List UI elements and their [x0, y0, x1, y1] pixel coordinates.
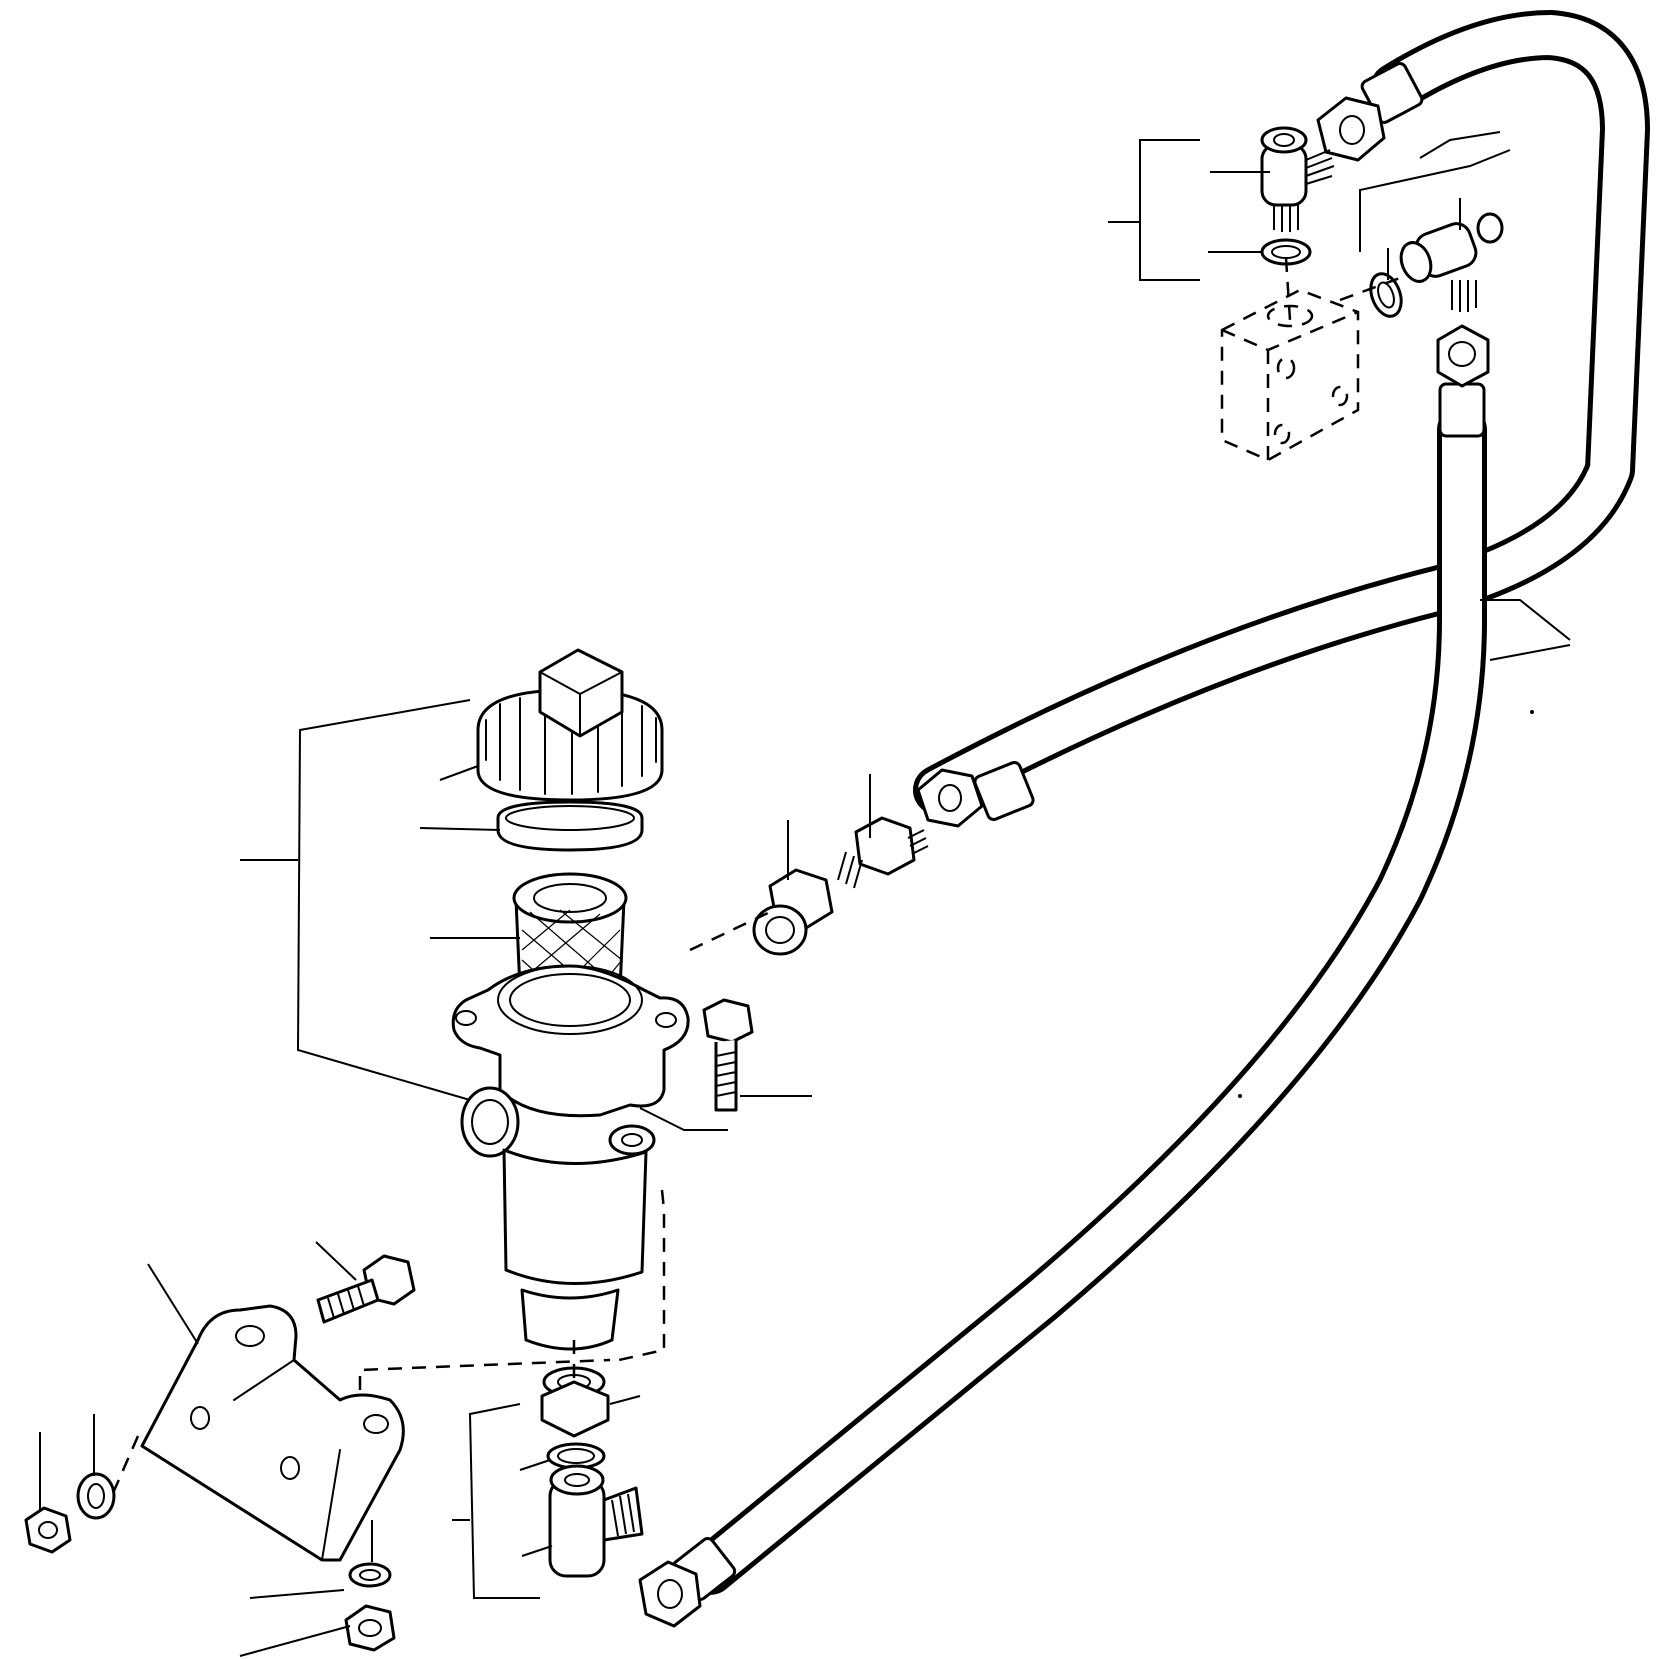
lock-washer-right: [348, 1562, 392, 1588]
washer-lower: [546, 1442, 606, 1470]
banjo-bolt-lower: [540, 1366, 610, 1438]
hose-end-bottom: [638, 1537, 737, 1628]
assembly-dash-lines: [108, 257, 1401, 1501]
filter-body: [451, 964, 690, 1351]
scan-dots: [1238, 710, 1534, 1098]
cap-seal-ring: [496, 800, 644, 852]
hose-end-right-vertical: [1436, 324, 1490, 438]
hose-return: [685, 405, 1487, 1595]
banjo-elbow-lower: [548, 1464, 644, 1578]
union-fitting: [837, 816, 929, 889]
hose-end-top-right: [1316, 62, 1424, 162]
hose-long-loop: [913, 10, 1650, 815]
lock-washer-left: [76, 1472, 116, 1520]
hex-bolt-filter: [702, 998, 754, 1112]
mounting-bracket: [140, 1304, 405, 1562]
nut-right: [344, 1604, 396, 1652]
banjo-elbow-top: [1260, 126, 1335, 232]
filter-cap: [476, 648, 664, 802]
adapter-plug: [752, 868, 834, 956]
banjo-elbow-right: [1399, 212, 1504, 312]
hose-end-upper-left: [916, 760, 1035, 828]
washer-side: [1369, 272, 1403, 318]
nut-left: [24, 1506, 72, 1554]
hex-bolt-bracket: [316, 1254, 416, 1324]
leader-lines: [39, 131, 1571, 1657]
valve-block: [1220, 288, 1360, 462]
